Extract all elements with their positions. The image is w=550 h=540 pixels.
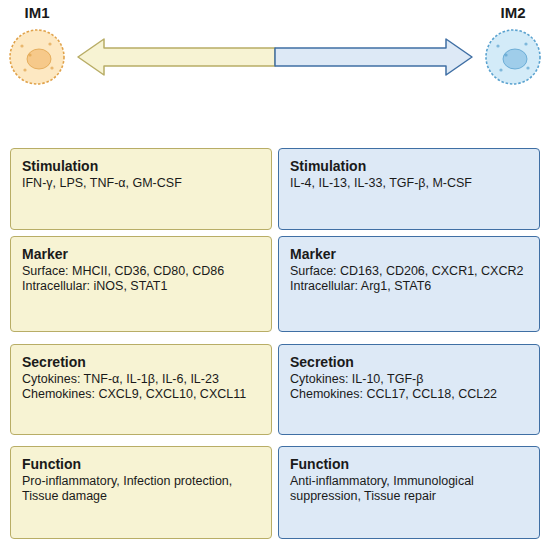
box-text: Cytokines: TNF-α, IL-1β, IL-6, IL-23 xyxy=(22,372,260,387)
box-text: Anti-inflammatory, Immunological suppres… xyxy=(290,474,528,504)
info-box: StimulationIFN-γ, LPS, TNF-α, GM-CSF xyxy=(10,148,272,230)
cell-outline xyxy=(484,28,542,86)
box-text: IL-4, IL-13, IL-33, TGF-β, M-CSF xyxy=(290,176,528,191)
info-box: FunctionPro-inflammatory, Infection prot… xyxy=(10,446,272,539)
info-box: MarkerSurface: MHCII, CD36, CD80, CD86In… xyxy=(10,236,272,332)
arrow-half xyxy=(78,39,275,75)
info-box: MarkerSurface: CD163, CD206, CXCR1, CXCR… xyxy=(278,236,540,332)
cell-label: IM1 xyxy=(0,4,86,22)
box-text: Intracellular: iNOS, STAT1 xyxy=(22,279,260,294)
cell-granule xyxy=(499,68,502,71)
info-box: SecretionCytokines: IL-10, TGF-βChemokin… xyxy=(278,344,540,435)
box-heading: Marker xyxy=(290,246,528,263)
cell-granule xyxy=(524,42,527,45)
box-heading: Secretion xyxy=(22,354,260,371)
info-box: StimulationIL-4, IL-13, IL-33, TGF-β, M-… xyxy=(278,148,540,230)
cell-outline xyxy=(8,28,66,86)
box-text: Chemokines: CXCL9, CXCL10, CXCL11 xyxy=(22,387,260,402)
box-text: Intracellular: Arg1, STAT6 xyxy=(290,279,528,294)
box-heading: Function xyxy=(290,456,528,473)
box-heading: Marker xyxy=(22,246,260,263)
box-text: Pro-inflammatory, Infection protection, … xyxy=(22,474,260,504)
box-text: IFN-γ, LPS, TNF-α, GM-CSF xyxy=(22,176,260,191)
box-heading: Stimulation xyxy=(22,158,260,175)
cell-nucleus xyxy=(503,49,527,69)
cell-granule xyxy=(20,44,23,47)
cell-granule xyxy=(50,66,53,69)
macrophage-cell: IM1 xyxy=(8,28,66,86)
box-text: Surface: MHCII, CD36, CD80, CD86 xyxy=(22,264,260,279)
cell-label: IM2 xyxy=(464,4,550,22)
macrophage-cell: IM2 xyxy=(484,28,542,86)
cell-nucleus xyxy=(27,49,51,69)
box-text: Chemokines: CCL17, CCL18, CCL22 xyxy=(290,387,528,402)
cell-granule xyxy=(48,42,51,45)
info-box: SecretionCytokines: TNF-α, IL-1β, IL-6, … xyxy=(10,344,272,435)
cell-membrane xyxy=(10,30,64,84)
cell-granule xyxy=(496,44,499,47)
cell-membrane xyxy=(486,30,540,84)
info-box: FunctionAnti-inflammatory, Immunological… xyxy=(278,446,540,539)
box-heading: Secretion xyxy=(290,354,528,371)
arrow-half xyxy=(275,39,472,75)
box-text: Surface: CD163, CD206, CXCR1, CXCR2 xyxy=(290,264,528,279)
cell-granule xyxy=(28,53,31,56)
box-heading: Function xyxy=(22,456,260,473)
double-arrow xyxy=(78,39,472,75)
box-text: Cytokines: IL-10, TGF-β xyxy=(290,372,528,387)
cell-granule xyxy=(504,53,507,56)
box-heading: Stimulation xyxy=(290,158,528,175)
cell-granule xyxy=(23,68,26,71)
cell-granule xyxy=(526,66,529,69)
